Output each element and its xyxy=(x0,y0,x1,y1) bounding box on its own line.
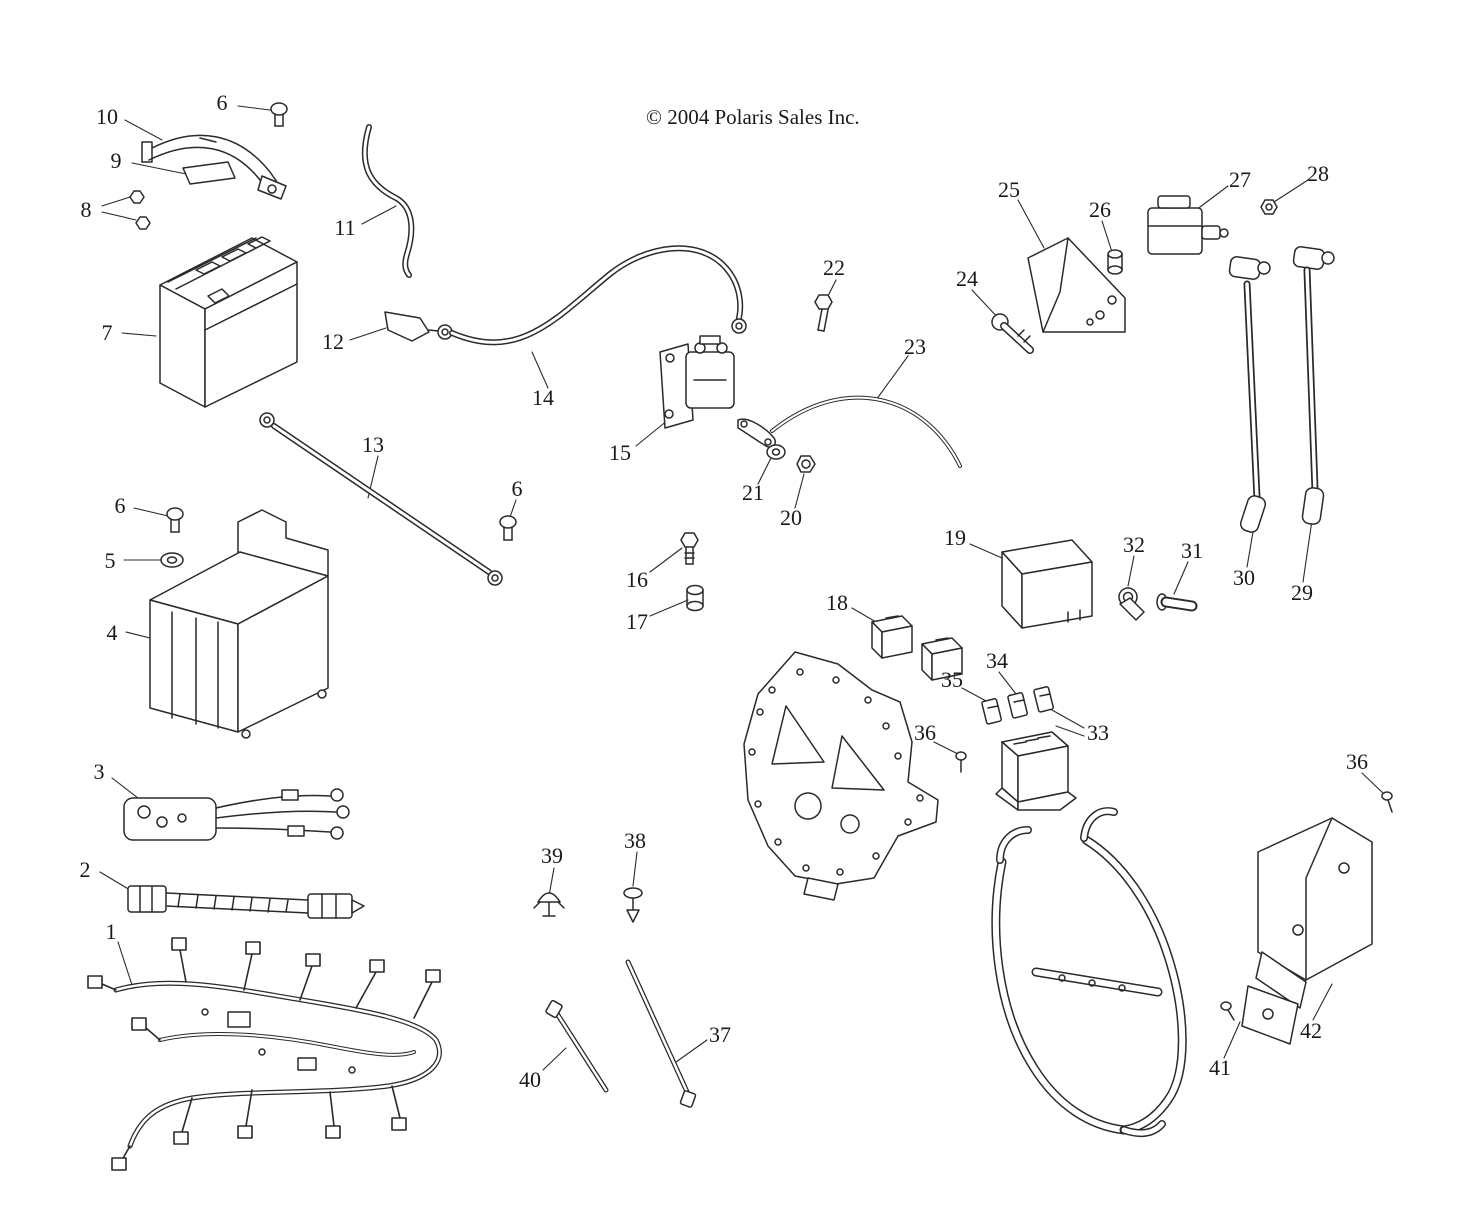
callout-label-27-13: 27 xyxy=(1229,167,1251,192)
busbar xyxy=(123,788,350,841)
callout-label-7-5: 7 xyxy=(101,320,113,345)
cable-clip-39 xyxy=(533,892,565,917)
screw-36-right xyxy=(1381,791,1393,813)
callout-label-35-32: 35 xyxy=(941,667,963,692)
cdi-box xyxy=(1001,539,1093,629)
cable-tie-37 xyxy=(625,959,697,1108)
bracket-41 xyxy=(1220,985,1299,1045)
callout-label-42-44: 42 xyxy=(1300,1018,1322,1043)
callout-label-22-9: 22 xyxy=(823,255,845,280)
callout-label-19-25: 19 xyxy=(944,525,966,550)
callout-label-8-3: 8 xyxy=(80,197,92,222)
callout-label-15-8: 15 xyxy=(609,440,631,465)
push-rivet-38 xyxy=(623,887,643,923)
fuses xyxy=(981,686,1054,725)
bolt-31 xyxy=(1156,593,1198,612)
callout-label-17-22: 17 xyxy=(626,609,648,634)
battery-box-washer xyxy=(160,552,184,568)
rear-frame xyxy=(991,807,1187,1138)
callout-label-1-38: 1 xyxy=(105,919,117,944)
terminal-boot xyxy=(384,311,453,342)
battery xyxy=(159,236,298,408)
solenoid-cable xyxy=(770,395,962,468)
positive-battery-cable xyxy=(449,245,747,346)
callout-label-30-28: 30 xyxy=(1233,565,1255,590)
callout-label-26-12: 26 xyxy=(1089,197,1111,222)
bolt-22 xyxy=(814,294,833,332)
fuse-block-screw-left xyxy=(955,751,967,773)
callout-label-13-16: 13 xyxy=(362,432,384,457)
callout-label-6-20: 6 xyxy=(511,476,523,501)
solenoid xyxy=(659,335,735,429)
ignition-coil xyxy=(1147,195,1229,255)
spark-plug-wire-left xyxy=(1228,256,1271,533)
callout-label-25-11: 25 xyxy=(998,177,1020,202)
callout-label-28-14: 28 xyxy=(1307,161,1329,186)
cable-tie-40 xyxy=(545,999,609,1093)
spacer-17 xyxy=(686,584,704,612)
callout-label-21-23: 21 xyxy=(742,480,764,505)
callout-label-39-39: 39 xyxy=(541,843,563,868)
callout-label-37-41: 37 xyxy=(709,1022,731,1047)
vent-tube xyxy=(361,124,415,278)
bolt-16 xyxy=(680,532,699,565)
callout-label-6-0: 6 xyxy=(216,90,228,115)
callout-label-36-34: 36 xyxy=(914,720,936,745)
coil-bolt xyxy=(991,313,1034,354)
wiring-harness xyxy=(87,937,442,1171)
callout-label-29-29: 29 xyxy=(1291,580,1313,605)
engine-plate xyxy=(743,651,939,901)
ground-cable xyxy=(259,412,503,586)
nut-20 xyxy=(796,455,816,473)
callout-label-11-4: 11 xyxy=(334,215,356,240)
callout-label-36-35: 36 xyxy=(1346,749,1368,774)
callout-label-12-6: 12 xyxy=(322,329,344,354)
callout-label-24-15: 24 xyxy=(956,266,978,291)
callout-label-38-40: 38 xyxy=(624,828,646,853)
battery-pad xyxy=(182,161,236,185)
battery-box-screw xyxy=(166,507,184,533)
harness-strap xyxy=(127,885,365,919)
callout-label-16-21: 16 xyxy=(626,567,648,592)
cable-clamp-32 xyxy=(1118,587,1145,621)
callout-label-33-33: 33 xyxy=(1087,720,1109,745)
callout-label-32-26: 32 xyxy=(1123,532,1145,557)
callout-label-41-43: 41 xyxy=(1209,1055,1231,1080)
callout-label-31-27: 31 xyxy=(1181,538,1203,563)
callout-label-34-31: 34 xyxy=(986,648,1008,673)
solenoid-link xyxy=(737,418,777,449)
callout-label-5-18: 5 xyxy=(104,548,116,573)
callout-label-2-37: 2 xyxy=(79,857,91,882)
callout-label-9-2: 9 xyxy=(110,148,122,173)
battery-box xyxy=(149,509,329,739)
battery-nuts xyxy=(129,190,151,230)
coil-nut xyxy=(1260,199,1278,215)
washer-21 xyxy=(766,444,786,460)
callout-label-20-24: 20 xyxy=(780,505,802,530)
callout-label-6-17: 6 xyxy=(114,493,126,518)
callout-label-14-7: 14 xyxy=(532,385,554,410)
coil-spacer xyxy=(1107,249,1123,275)
battery-holddown-strap xyxy=(141,134,287,200)
copyright-text: © 2004 Polaris Sales Inc. xyxy=(646,105,860,129)
battery-strap-screw xyxy=(270,102,288,127)
callout-label-4-19: 4 xyxy=(106,620,118,645)
center-screw-6 xyxy=(499,515,517,541)
relays xyxy=(871,615,963,681)
callout-label-40-42: 40 xyxy=(519,1067,541,1092)
spark-plug-wire-right xyxy=(1292,246,1335,525)
bracket-42 xyxy=(1255,817,1373,1009)
callout-label-3-36: 3 xyxy=(93,759,105,784)
coil-bracket xyxy=(1027,237,1126,333)
callout-label-10-1: 10 xyxy=(96,104,118,129)
fuse-block xyxy=(995,731,1077,811)
callout-label-18-30: 18 xyxy=(826,590,848,615)
callout-label-23-10: 23 xyxy=(904,334,926,359)
